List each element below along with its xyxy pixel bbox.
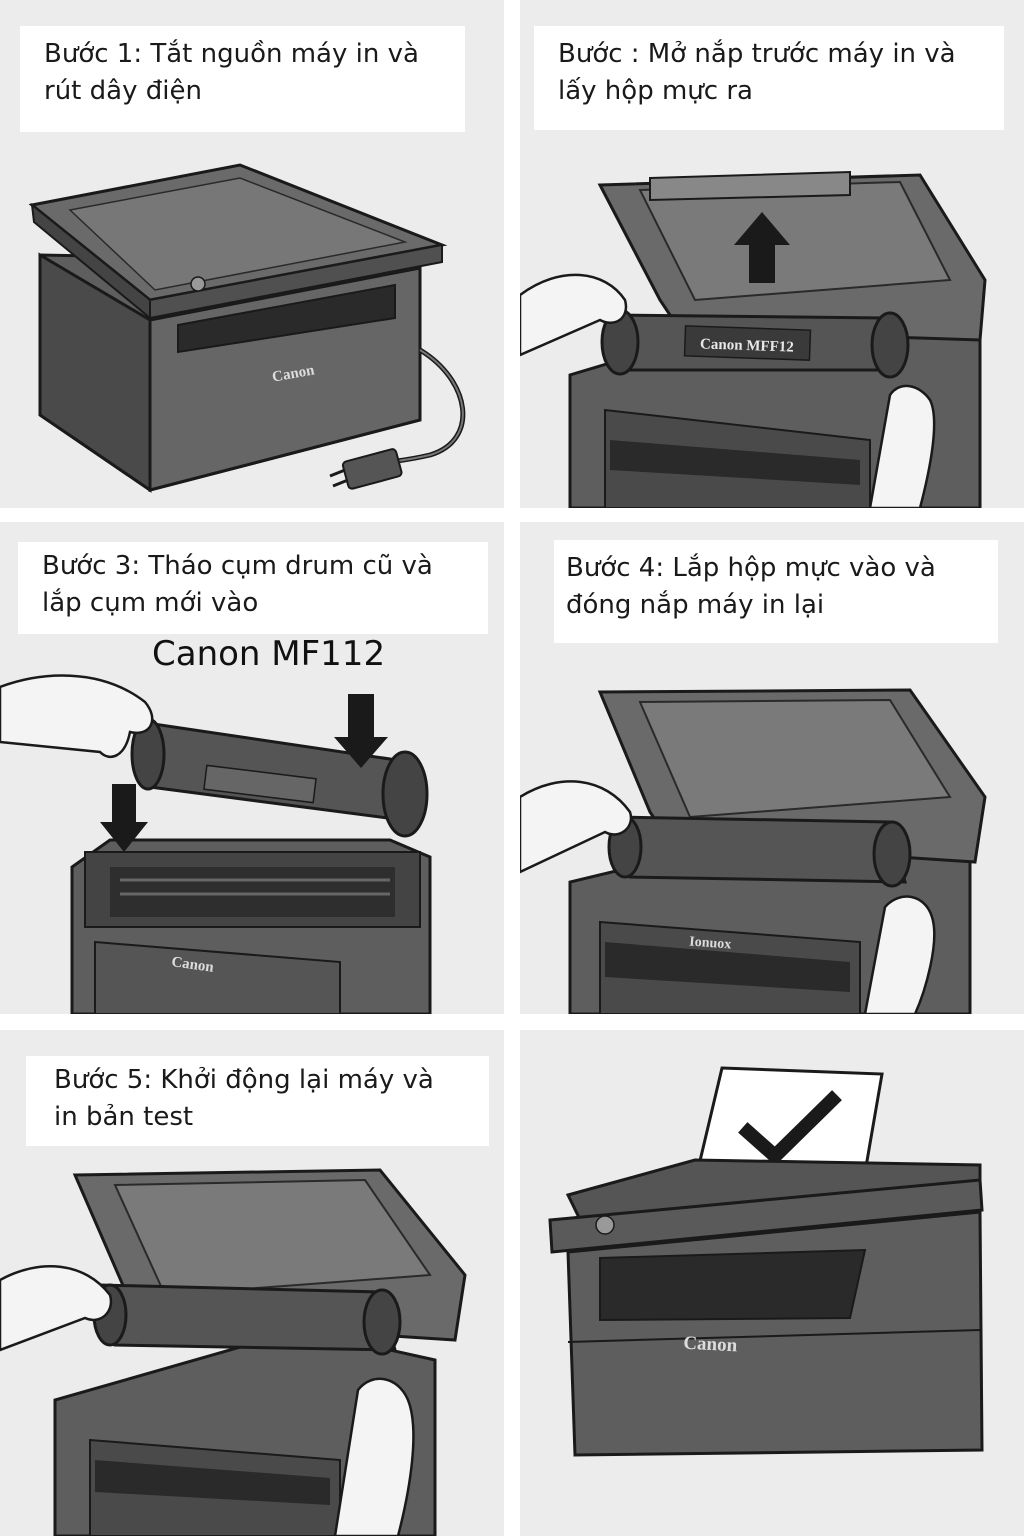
printer-brand-logo: Canon xyxy=(683,1333,738,1357)
drum-replace-illustration: Canon xyxy=(0,674,432,1014)
step-3-caption: Bước 3: Tháo cụm drum cũ và lắp cụm mới … xyxy=(18,542,488,634)
step-5-panel: Bước 5: Khởi động lại máy và in bản test xyxy=(0,1030,504,1536)
printer-brand-logo: Ionuox xyxy=(689,935,732,953)
printer-close-illustration: Ionuox xyxy=(520,688,987,1014)
step-1-caption-line1: Bước 1: Tắt nguồn máy in và xyxy=(44,39,419,69)
checkmark-icon xyxy=(738,1090,842,1166)
step-4-caption-line1: Bước 4: Lắp hộp mực vào và xyxy=(566,553,936,583)
cartridge-label: Canon MFF12 xyxy=(700,336,794,355)
step-1-caption-line2: rút dây điện xyxy=(44,76,202,106)
printer-restart-illustration xyxy=(0,1168,467,1536)
step-4-caption-line2: đóng nắp máy in lại xyxy=(566,590,825,620)
step-2-caption-line1: Bước : Mở nắp trước máy in và xyxy=(558,39,956,69)
step-1-panel: Canon Bước 1: Tắt nguồn máy in và rút dâ… xyxy=(0,0,504,508)
printer-done-illustration: Canon xyxy=(548,1066,984,1457)
up-arrow-icon xyxy=(734,212,790,283)
step-4-caption: Bước 4: Lắp hộp mực vào và đóng nắp máy … xyxy=(554,540,998,643)
step-5-caption-line2: in bản test xyxy=(54,1102,194,1132)
step-1-caption: Bước 1: Tắt nguồn máy in và rút dây điện xyxy=(20,26,465,132)
step-3-caption-line1: Bước 3: Tháo cụm drum cũ và xyxy=(42,551,433,581)
step-2-caption: Bước : Mở nắp trước máy in và lấy hộp mự… xyxy=(534,26,1004,130)
printer-brand-logo: Canon xyxy=(170,954,215,976)
step-2-caption-line2: lấy hộp mực ra xyxy=(558,76,753,106)
printer-brand-logo: Canon xyxy=(271,362,316,385)
step-2-panel: Canon MFF12 Bước : Mở nắp trước máy in v… xyxy=(520,0,1024,508)
printer-illustration: Canon xyxy=(28,163,466,493)
power-plug-icon xyxy=(329,448,403,490)
step-5-caption-line1: Bước 5: Khởi động lại máy và xyxy=(54,1065,434,1095)
step-4-panel: Ionuox Bước 4: Lắp hộp mực vào và đóng n… xyxy=(520,522,1024,1014)
model-label: Canon MF112 xyxy=(152,634,386,674)
printer-open-illustration: Canon MFF12 xyxy=(520,170,987,508)
step-3-caption-line2: lắp cụm mới vào xyxy=(42,588,259,618)
step-3-panel: Canon Bước 3: Tháo cụm drum cũ và lắp cụ… xyxy=(0,522,504,1014)
down-arrow-icon xyxy=(100,694,388,852)
step-5-caption: Bước 5: Khởi động lại máy và in bản test xyxy=(26,1056,489,1146)
step-6-panel: Canon xyxy=(520,1030,1024,1536)
